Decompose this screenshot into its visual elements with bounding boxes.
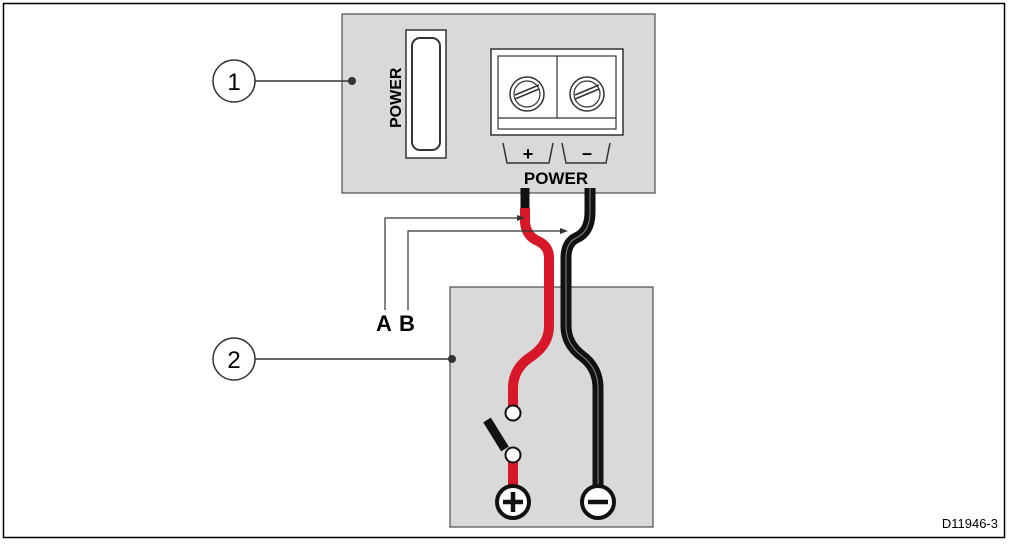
terminal-minus-label: –: [582, 143, 592, 163]
supply-negative-terminal: [580, 484, 616, 520]
switch-contact-bottom: [504, 446, 522, 464]
callout-2: [212, 337, 456, 381]
connector-label: POWER: [524, 169, 588, 188]
wire-label-b: B: [399, 311, 415, 336]
supply-switch: [483, 404, 522, 464]
power-button: [405, 29, 447, 159]
negative-wire: [560, 188, 604, 485]
terminal-screw-positive: [509, 76, 545, 112]
switch-contact-top: [504, 404, 522, 422]
terminal-bracket-negative: [561, 142, 611, 164]
callout-1: [212, 59, 356, 103]
terminal-screw-negative: [569, 76, 605, 112]
power-button-label: POWER: [388, 67, 405, 128]
wire-label-a: A: [376, 311, 392, 336]
supply-positive-terminal: [495, 484, 531, 520]
display-unit: POWER + – POWER: [341, 13, 656, 194]
wire-b-leader: [407, 228, 568, 310]
terminal-plus-label: +: [523, 144, 534, 164]
callout-1-number: 1: [227, 69, 240, 96]
wire-a-leader: [384, 215, 525, 310]
terminal-bracket-positive: [502, 142, 554, 164]
callout-2-number: 2: [227, 347, 240, 374]
figure-reference: D11946-3: [942, 516, 998, 531]
